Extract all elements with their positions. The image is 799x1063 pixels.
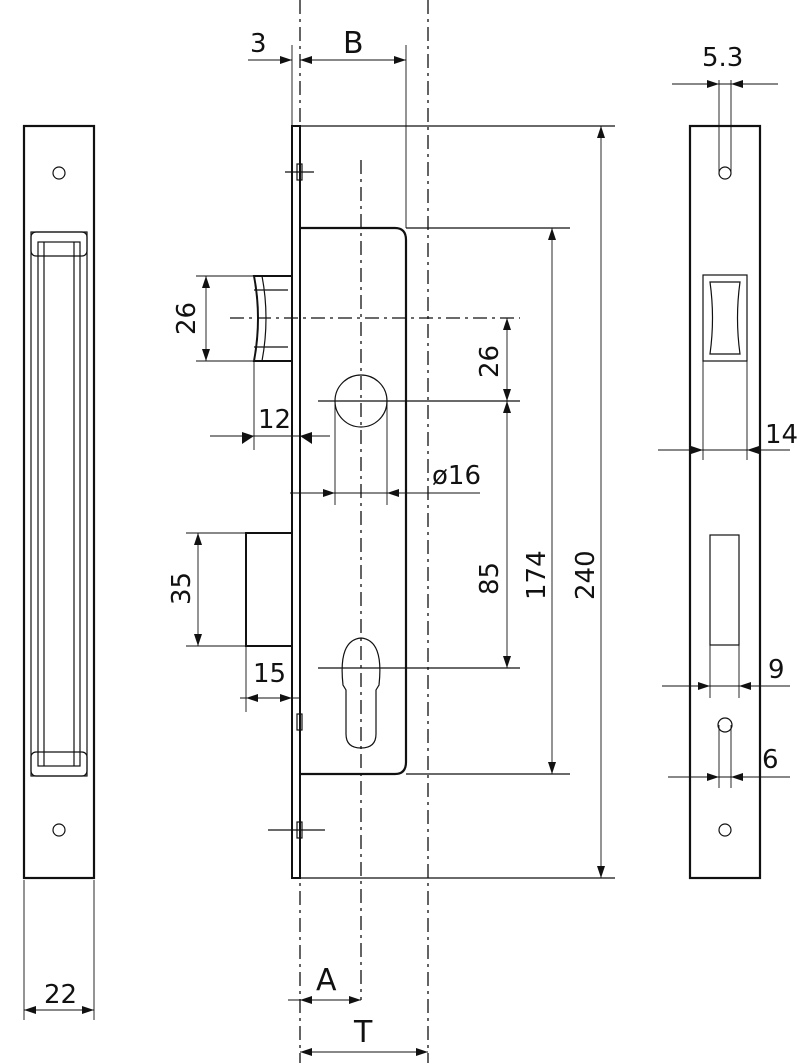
dim-240-label: 240	[571, 550, 601, 600]
dim-A-label: A	[316, 963, 337, 998]
dim-85-label: 85	[475, 562, 505, 595]
dim-22-label: 22	[44, 980, 77, 1010]
lock-body-side-view: 3 B 26 12 26 ø16 85	[167, 0, 615, 1063]
dim-12-label: 12	[258, 405, 291, 435]
dim-B-label: B	[343, 26, 364, 61]
dim-15-label: 15	[253, 659, 286, 689]
dim-6-label: 6	[762, 745, 779, 775]
dim-16-label: ø16	[432, 461, 481, 491]
dim-9-label: 9	[768, 655, 785, 685]
dim-14-label: 14	[765, 420, 798, 450]
faceplate-openings-view: 5.3 14 9 6	[658, 43, 798, 880]
dim-T-label: T	[353, 1015, 373, 1050]
faceplate-front-view: 22	[22, 124, 96, 1020]
dim-3-label: 3	[250, 29, 267, 59]
dim-26-left-label: 26	[172, 302, 202, 335]
dim-35-label: 35	[167, 572, 197, 605]
dim-174-label: 174	[522, 550, 552, 600]
dim-5-3-label: 5.3	[702, 43, 743, 73]
dim-26-right-label: 26	[475, 345, 505, 378]
